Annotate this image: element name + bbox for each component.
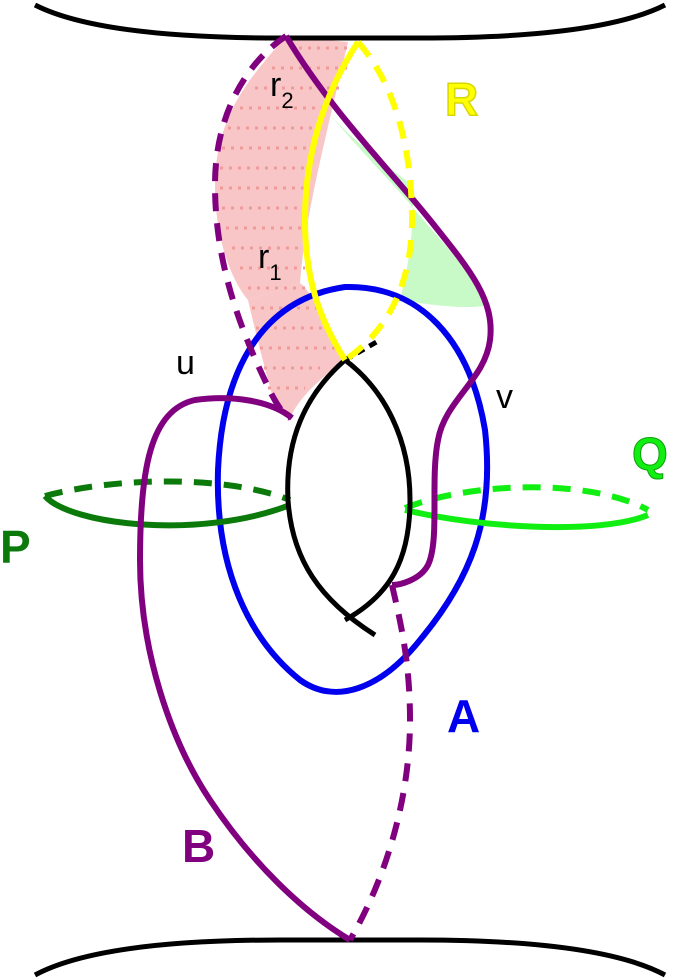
label-B: B <box>182 820 215 872</box>
label-P: P <box>0 521 31 573</box>
label-r2-base: r <box>270 66 281 104</box>
curve-A <box>214 283 491 695</box>
curve-B-solid-top <box>283 34 494 588</box>
region-r2-pink <box>215 36 348 300</box>
curve-P-solid <box>42 493 292 529</box>
curve-P-dashed <box>44 478 292 503</box>
label-u: u <box>176 344 195 382</box>
curve-R-dashed <box>343 40 416 363</box>
label-r2-sub: 2 <box>281 88 293 113</box>
handle-left-arc <box>285 358 377 638</box>
label-Q: Q <box>632 428 668 480</box>
bottom-boundary-curve <box>33 937 667 978</box>
handle-right-arc <box>343 358 413 623</box>
label-r1-sub: 1 <box>269 260 281 285</box>
label-r2: r2 <box>270 66 294 113</box>
curve-Q-dashed <box>403 484 650 513</box>
label-r1-base: r <box>258 238 269 276</box>
label-A: A <box>447 690 480 742</box>
region-green <box>322 105 488 308</box>
label-R: R <box>445 73 478 125</box>
top-boundary-curve <box>33 2 667 41</box>
curve-B-solid-left <box>136 395 352 943</box>
curve-B-dashed-bottom <box>347 584 414 942</box>
label-r1: r1 <box>258 238 282 285</box>
curve-R-solid <box>301 40 361 362</box>
curve-B-dashed-top <box>211 33 292 421</box>
curve-Q-solid <box>404 507 650 531</box>
label-v: v <box>496 378 513 416</box>
